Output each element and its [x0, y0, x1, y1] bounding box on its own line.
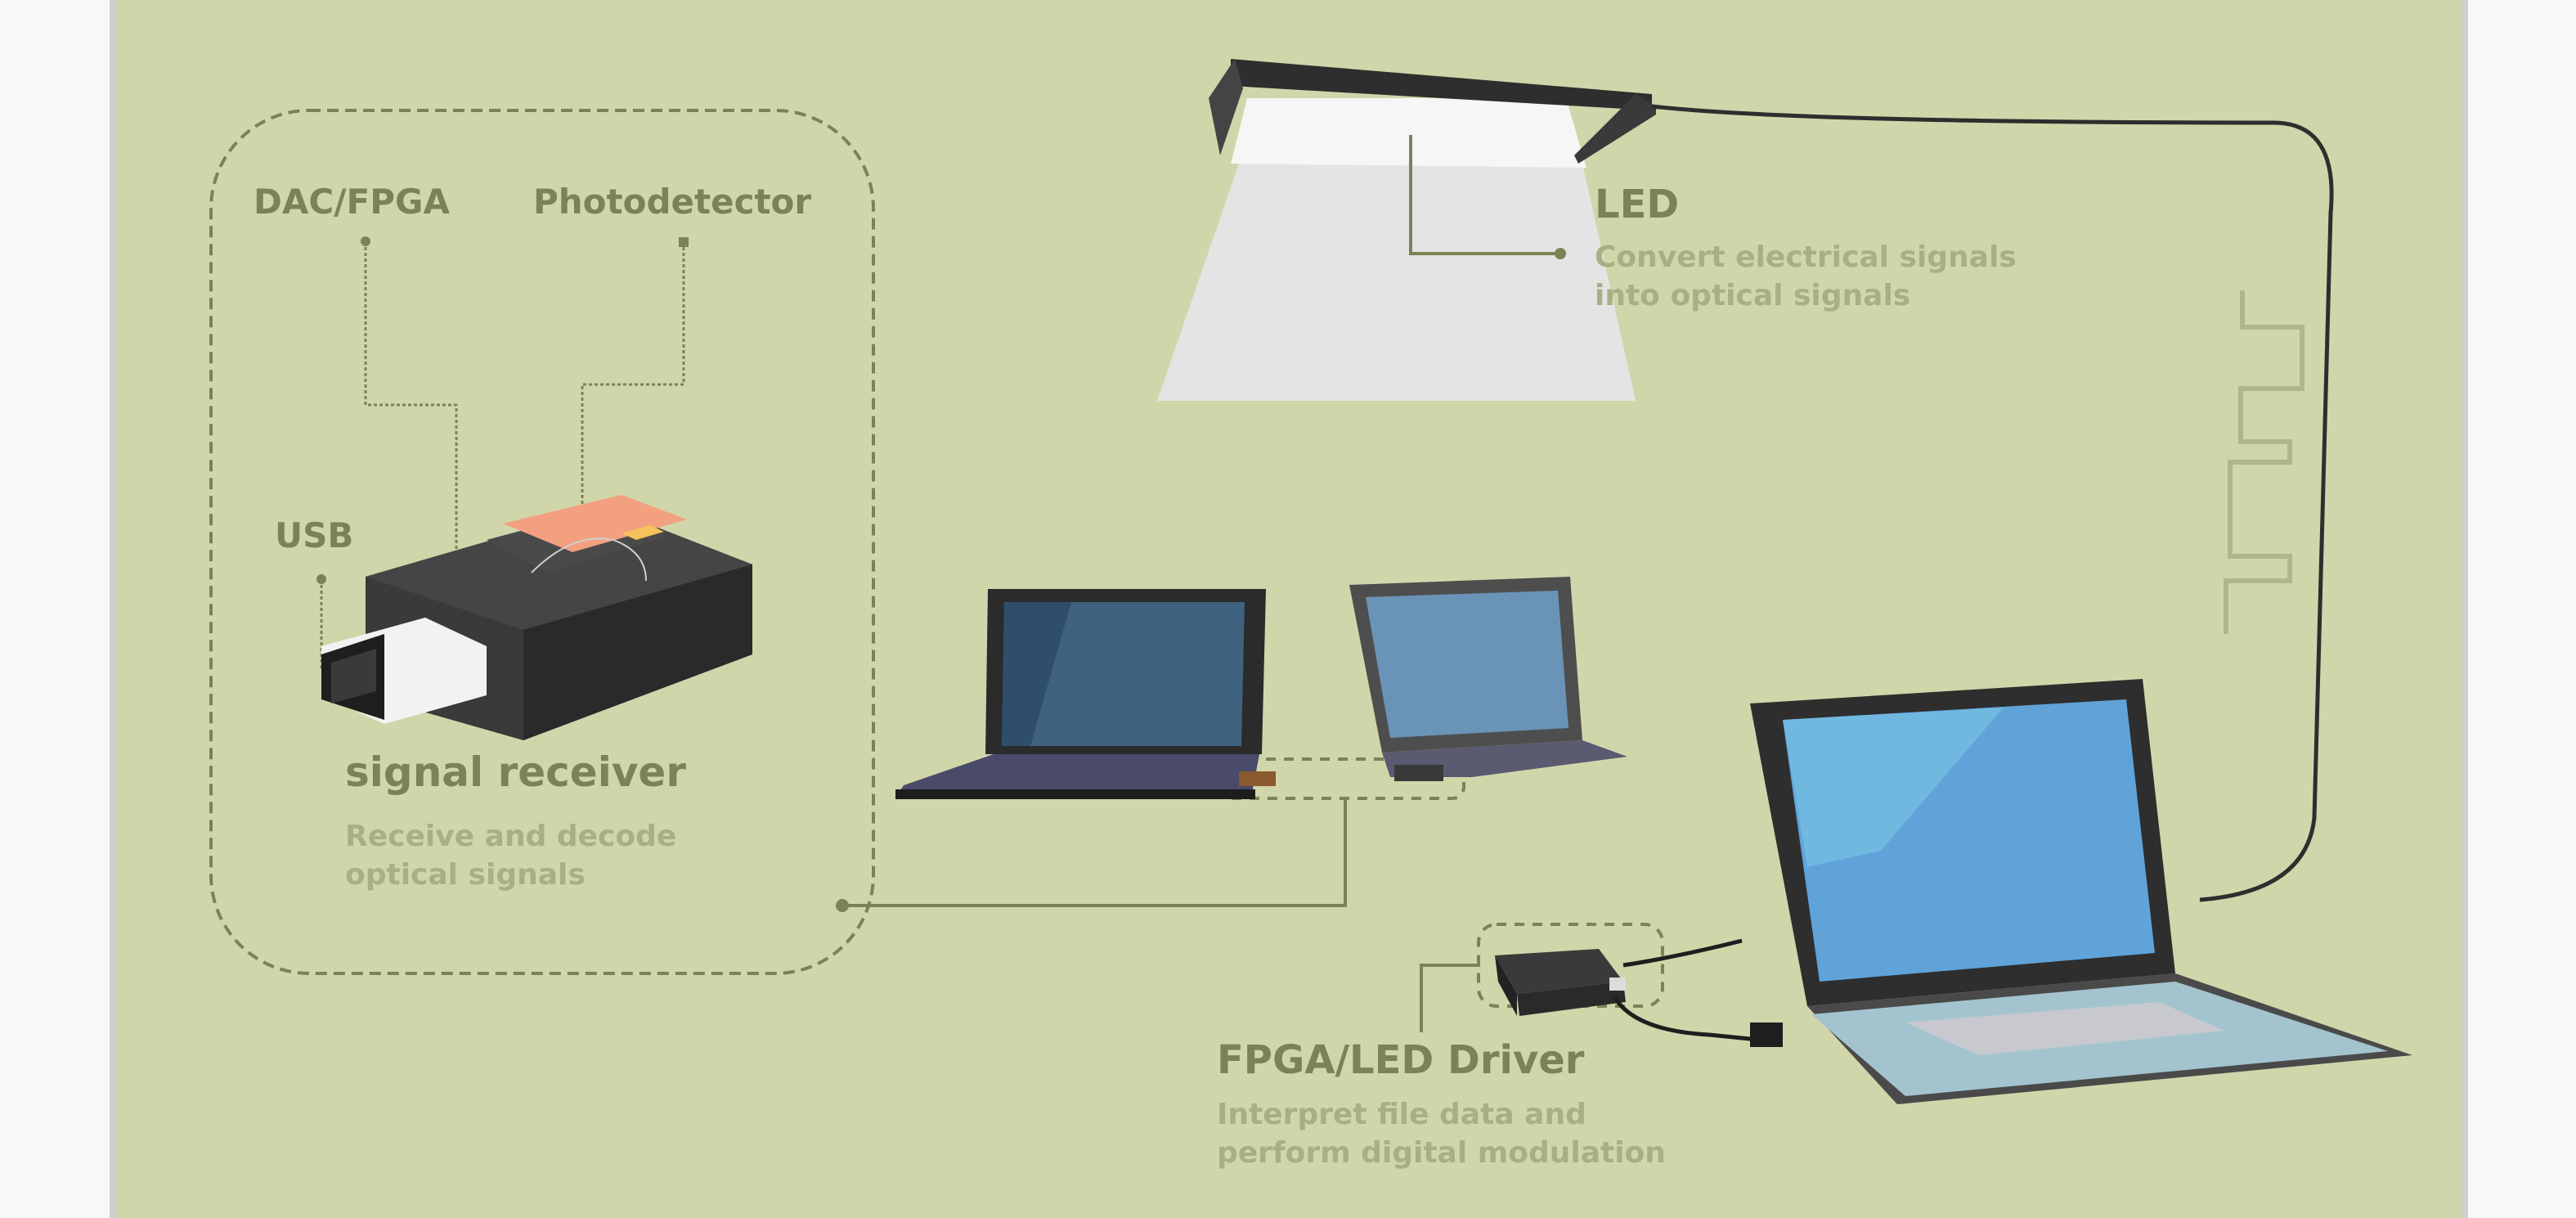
- receiver-connector-dot: [836, 899, 849, 912]
- photodetector-leader: [581, 241, 685, 524]
- driver-description: Interpret file data and perform digital …: [1217, 1098, 1666, 1170]
- receiver-to-laptops-connector: [842, 798, 1347, 907]
- driver-leader: [1420, 964, 1480, 1032]
- photodetector-label: Photodetector: [533, 182, 812, 222]
- square-wave-signal-icon: [2224, 290, 2304, 634]
- led-leader-dot: [1555, 248, 1566, 259]
- led-driver-box-icon: [1495, 938, 1783, 1047]
- usb-receiver-device-icon: [321, 495, 752, 740]
- dac-fpga-dot: [361, 236, 370, 246]
- usb-dot: [316, 574, 326, 584]
- receiver-description: Receive and decode optical signals: [345, 820, 677, 892]
- laptop-icon: [1750, 679, 2412, 1104]
- dac-fpga-leader: [364, 241, 458, 556]
- receiver-title: signal receiver: [345, 748, 686, 796]
- dac-fpga-label: DAC/FPGA: [254, 182, 450, 222]
- led-description: Convert electrical signals into optical …: [1595, 240, 2017, 312]
- laptop-icon: [895, 589, 1276, 799]
- receiver-dongle-icon: [1394, 765, 1443, 781]
- led-cable: [1651, 104, 2334, 902]
- receiver-group-outline: [209, 109, 875, 975]
- laptop-icon: [1349, 577, 1627, 781]
- led-leader: [1409, 135, 1560, 255]
- led-title: LED: [1595, 182, 1680, 227]
- receiver-dongle-icon: [1239, 771, 1276, 786]
- usb-label: USB: [275, 515, 354, 555]
- driver-title: FPGA/LED Driver: [1217, 1037, 1585, 1083]
- led-lamp-icon: [1157, 59, 1656, 401]
- photodetector-dot: [679, 237, 689, 247]
